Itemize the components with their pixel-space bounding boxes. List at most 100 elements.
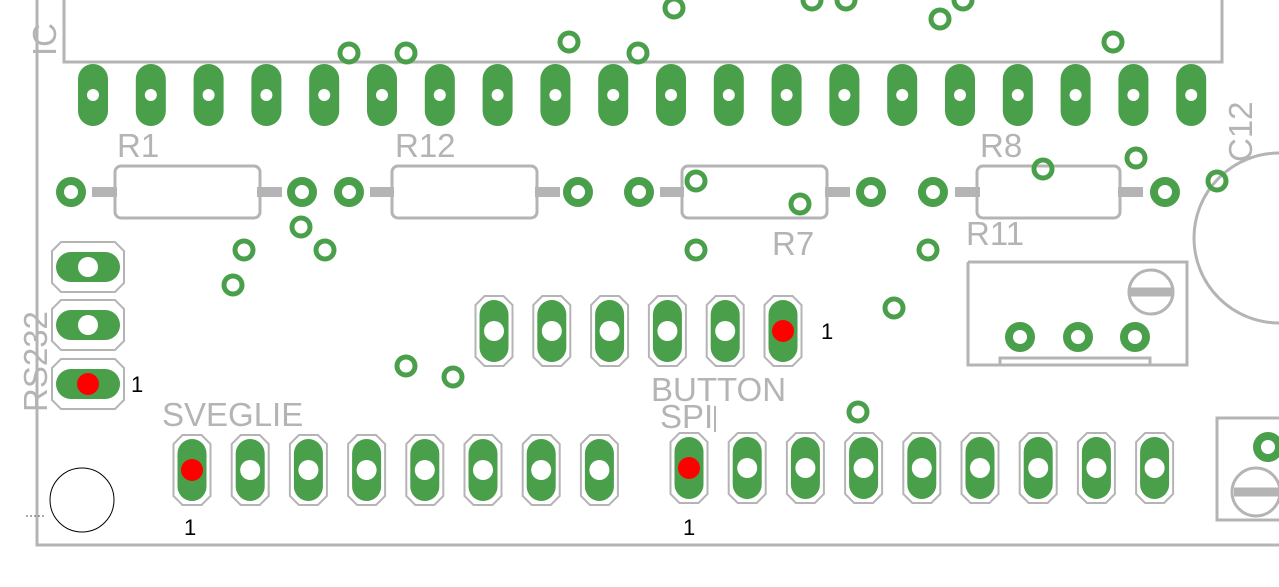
resistor-r12-body: [390, 164, 539, 220]
ic-pad-drill: [838, 89, 851, 101]
resistor-r7-label: R7: [772, 225, 814, 262]
capacitor-c12: C12: [1192, 101, 1279, 325]
spi-pad-outline: [1018, 432, 1058, 504]
sveglie-pin1-label: 1: [184, 515, 196, 540]
trimmer-r11: R11: [966, 215, 1189, 367]
spi-pad-drill: [911, 458, 932, 478]
via: [916, 238, 940, 262]
spi-pad-outline: [669, 432, 709, 504]
sveglie-pad-drill: [531, 460, 552, 480]
via: [557, 30, 581, 54]
ic-pad-drill: [1127, 89, 1140, 101]
spi-pad-drill: [853, 458, 874, 478]
round-pad: [918, 177, 948, 207]
via: [882, 296, 906, 320]
sveglie-pad-outline: [463, 434, 503, 506]
button-connector: BUTTON 1: [474, 295, 833, 408]
sveglie-pad-drill: [589, 460, 610, 480]
round-pad: [1005, 322, 1035, 352]
button-pin1-label: 1: [821, 319, 833, 344]
rs232-pad-drill: [78, 257, 98, 277]
spi-connector: SPI 1: [660, 398, 1175, 540]
via: [834, 0, 858, 12]
round-pad: [334, 177, 364, 207]
via: [626, 41, 650, 65]
via: [928, 7, 952, 31]
ic-pad-drill: [1185, 89, 1198, 101]
button-pad-drill: [599, 321, 620, 341]
sveglie-pad-outline: [347, 434, 387, 506]
spi-pad-drill: [795, 458, 816, 478]
sveglie-pin1-marker: [181, 459, 203, 481]
rs232-pad-drill: [78, 315, 98, 335]
button-pad-outline: [763, 295, 803, 367]
via: [800, 0, 824, 12]
resistor-r8: R8: [955, 127, 1143, 220]
round-pad: [624, 177, 654, 207]
via-group: [221, 0, 1229, 424]
via: [662, 0, 686, 20]
via: [1205, 169, 1229, 193]
ic-pad-row: [78, 64, 1207, 126]
round-pad: [287, 177, 317, 207]
capacitor-c12-outline: [1192, 151, 1279, 325]
ic-pad-drill: [491, 89, 504, 101]
mounting-hole: [49, 467, 115, 533]
round-pad: [1253, 432, 1279, 462]
capacitor-c12-label: C12: [1222, 101, 1259, 162]
resistor-r12: R12: [370, 127, 560, 220]
board-outline: [35, 0, 1279, 547]
button-pad-drill: [657, 321, 678, 341]
sveglie-pad-outline: [405, 434, 445, 506]
via: [221, 273, 245, 297]
spi-pad-outline: [1076, 432, 1116, 504]
resistor-r8-label: R8: [980, 127, 1022, 164]
via: [313, 238, 337, 262]
sveglie-pad-drill: [473, 460, 493, 480]
round-pad: [1063, 322, 1093, 352]
via: [337, 41, 361, 65]
button-label: BUTTON: [651, 371, 786, 408]
sveglie-label: SVEGLIE: [162, 396, 303, 433]
via: [846, 400, 870, 424]
spi-pads: [669, 432, 1175, 504]
button-pad-outline: [532, 295, 572, 367]
resistor-r7: R7: [660, 164, 850, 262]
spi-pad-drill: [1028, 458, 1049, 478]
trimmer-r11-label: R11: [966, 215, 1024, 252]
spi-pad-drill: [970, 458, 990, 478]
via: [684, 169, 708, 193]
resistor-r7-body: [680, 164, 829, 220]
ic-pad-drill: [954, 89, 966, 101]
spi-pad-drill: [1144, 458, 1165, 478]
button-pad-outline: [647, 295, 687, 367]
rs232-connector: RS232 1: [17, 241, 143, 412]
ic-pad-drill: [318, 89, 331, 101]
via: [951, 0, 975, 12]
ic-body-outline: [62, 0, 1224, 64]
button-pads: [474, 295, 803, 367]
ic-pad-drill: [202, 89, 215, 101]
round-pad: [1150, 177, 1180, 207]
rs232-pads: [51, 241, 125, 410]
via: [394, 354, 418, 378]
ic-pad-drill: [433, 89, 446, 101]
via: [394, 41, 418, 65]
via: [441, 365, 465, 389]
sveglie-pad-outline: [579, 434, 619, 506]
spi-label: SPI: [660, 398, 713, 435]
rs232-pin1-label: 1: [131, 372, 143, 397]
round-pad: [563, 177, 593, 207]
round-pad: [1120, 322, 1150, 352]
ic-pad-drill: [665, 89, 677, 101]
ic-pad-drill: [1011, 89, 1024, 101]
ic-pad-drill: [144, 89, 157, 101]
spi-pad-outline: [785, 432, 825, 504]
ic-label: IC: [26, 23, 63, 56]
ic-pad-drill: [260, 89, 273, 101]
sveglie-pad-outline: [288, 434, 328, 506]
ic-pad-drill: [607, 89, 620, 101]
resistor-r12-label: R12: [395, 127, 456, 164]
sveglie-pad-drill: [414, 460, 435, 480]
spi-pad-outline: [727, 432, 767, 504]
